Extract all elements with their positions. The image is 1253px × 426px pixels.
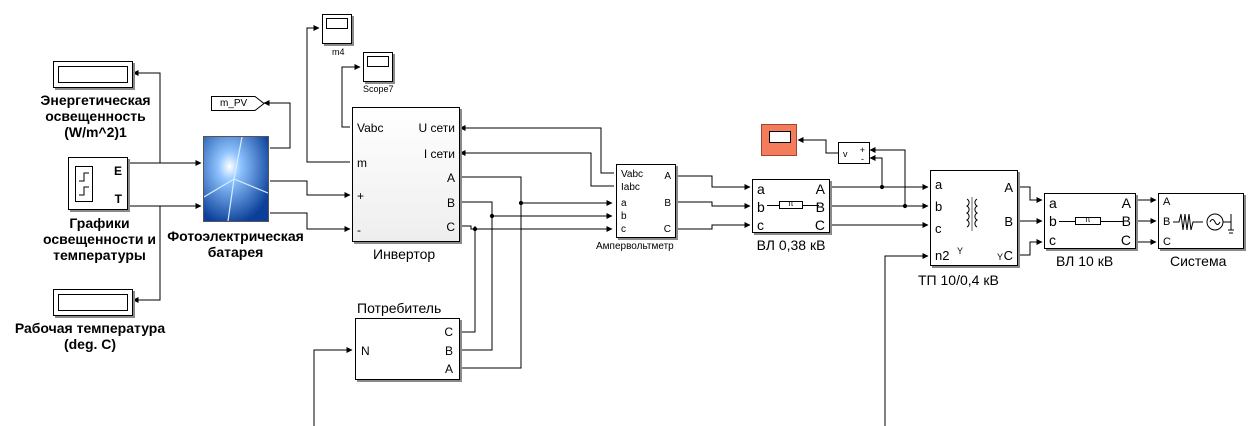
pv-panel-icon <box>203 136 269 222</box>
line038-port-C: C <box>814 217 825 233</box>
scope-screen <box>769 131 791 143</box>
ac-source-icon <box>1173 213 1234 234</box>
scope-7[interactable] <box>363 52 393 82</box>
pv-array-label: Фотоэлектрическая батарея <box>167 228 304 261</box>
inverter-port-a: A <box>446 171 455 185</box>
pi-resistor-icon: π <box>779 199 803 209</box>
system-port-b: B <box>1163 216 1171 228</box>
tp-port-C: C <box>1003 248 1013 263</box>
system-source-block[interactable]: A B C <box>1158 193 1244 249</box>
inverter-label: Инвертор <box>373 246 436 262</box>
temperature-display[interactable] <box>53 289 133 316</box>
system-port-a: A <box>1163 196 1171 208</box>
temperature-display-label: Рабочая температура (deg. C) <box>14 320 166 353</box>
inverter-port-u: U сети <box>418 121 455 135</box>
irradiance-display-label: Энергетическая освещенность (W/m^2)1 <box>40 92 151 141</box>
line-10-block[interactable]: a b c A B C π <box>1044 193 1136 249</box>
tp-port-B: B <box>1004 214 1013 229</box>
inverter-port-vabc: Vabc <box>357 121 384 135</box>
consumer-block[interactable]: N C B A <box>355 318 460 380</box>
inverter-port-m: m <box>357 156 367 170</box>
m-pv-goto-tag[interactable]: m_PV <box>211 96 265 111</box>
tp-port-c: c <box>935 221 942 236</box>
transformer-block[interactable]: a b c n2 Y Y A B C <box>930 170 1018 266</box>
line-10-label: ВЛ 10 кВ <box>1056 253 1114 269</box>
meter-label: Ампервольтметр <box>596 241 674 252</box>
pi-symbol: π <box>1085 215 1091 224</box>
voltage-measurement-block[interactable]: v + - <box>838 142 870 164</box>
signal-builder-label: Графики освещенности и температуры <box>43 215 156 264</box>
transformer-coils-icon <box>965 197 979 231</box>
display-screen <box>58 66 128 83</box>
scope-7-label: Scope7 <box>363 84 394 94</box>
meter-port-b-out: B <box>664 198 671 209</box>
consumer-label: Потребитель <box>357 300 442 316</box>
line10-port-B: B <box>1121 213 1131 229</box>
voltage-scope[interactable] <box>761 124 797 156</box>
voltage-measurement-label: v <box>843 149 848 159</box>
m-pv-goto-label: m_PV <box>220 98 248 109</box>
port-t-label: T <box>114 192 122 206</box>
line-038-block[interactable]: a b c A B C π <box>752 179 830 233</box>
tp-port-A: A <box>1004 180 1013 195</box>
pv-array-block[interactable] <box>203 136 269 222</box>
scope-screen <box>367 56 389 67</box>
line10-port-A: A <box>1121 195 1131 211</box>
tp-winding-y2: Y <box>997 252 1004 262</box>
voltage-minus-label: - <box>861 154 864 164</box>
signal-builder-block[interactable]: E T <box>68 157 128 210</box>
line10-port-b: b <box>1049 213 1057 229</box>
inverter-port-i: I сети <box>423 147 455 161</box>
scope-m4-label: m4 <box>332 47 345 57</box>
meter-port-c-out: C <box>663 224 671 235</box>
signal-builder-icon <box>75 166 93 202</box>
meter-port-a-in: a <box>621 198 627 209</box>
scope-screen <box>326 18 348 29</box>
line038-port-B: B <box>815 199 825 215</box>
consumer-port-a: A <box>444 362 453 376</box>
line038-port-b: b <box>757 199 765 215</box>
line038-port-A: A <box>815 181 825 197</box>
irradiance-display[interactable] <box>53 61 133 88</box>
meter-port-iabc: Iabc <box>621 182 640 193</box>
line038-port-a: a <box>757 181 765 197</box>
tp-port-b: b <box>935 199 943 214</box>
pi-resistor-icon: π <box>1075 215 1101 225</box>
tp-port-n2: n2 <box>935 248 950 263</box>
system-port-c: C <box>1163 236 1171 248</box>
transformer-label: ТП 10/0,4 кВ <box>918 272 999 288</box>
inverter-block[interactable]: Vabc m + - U сети I сети A B C <box>352 107 460 242</box>
pi-symbol: π <box>788 199 794 208</box>
scope-m4[interactable] <box>322 14 352 44</box>
meter-block[interactable]: Vabc Iabc a b c A B C <box>616 164 676 238</box>
line038-port-c: c <box>757 217 764 233</box>
line10-port-C: C <box>1120 232 1131 248</box>
meter-port-a-out: A <box>664 171 671 182</box>
inverter-port-minus: - <box>357 223 361 237</box>
inverter-port-b: B <box>446 196 455 210</box>
meter-port-vabc: Vabc <box>621 169 644 180</box>
line-038-label: ВЛ 0,38 кВ <box>756 237 826 253</box>
port-e-label: E <box>113 164 122 178</box>
display-screen <box>58 294 128 311</box>
consumer-port-c: C <box>444 325 453 339</box>
tp-port-a: a <box>935 177 943 192</box>
voltage-plus-label: + <box>859 145 865 155</box>
inverter-port-plus: + <box>357 189 365 203</box>
system-label: Система <box>1170 253 1227 269</box>
meter-port-c-in: c <box>621 224 626 235</box>
tp-winding-y1: Y <box>957 246 964 256</box>
inverter-port-c: C <box>446 220 455 234</box>
consumer-port-b: B <box>444 344 453 358</box>
consumer-port-n: N <box>361 344 370 358</box>
meter-port-b-in: b <box>621 211 627 222</box>
line10-port-a: a <box>1049 195 1057 211</box>
line10-port-c: c <box>1049 232 1056 248</box>
